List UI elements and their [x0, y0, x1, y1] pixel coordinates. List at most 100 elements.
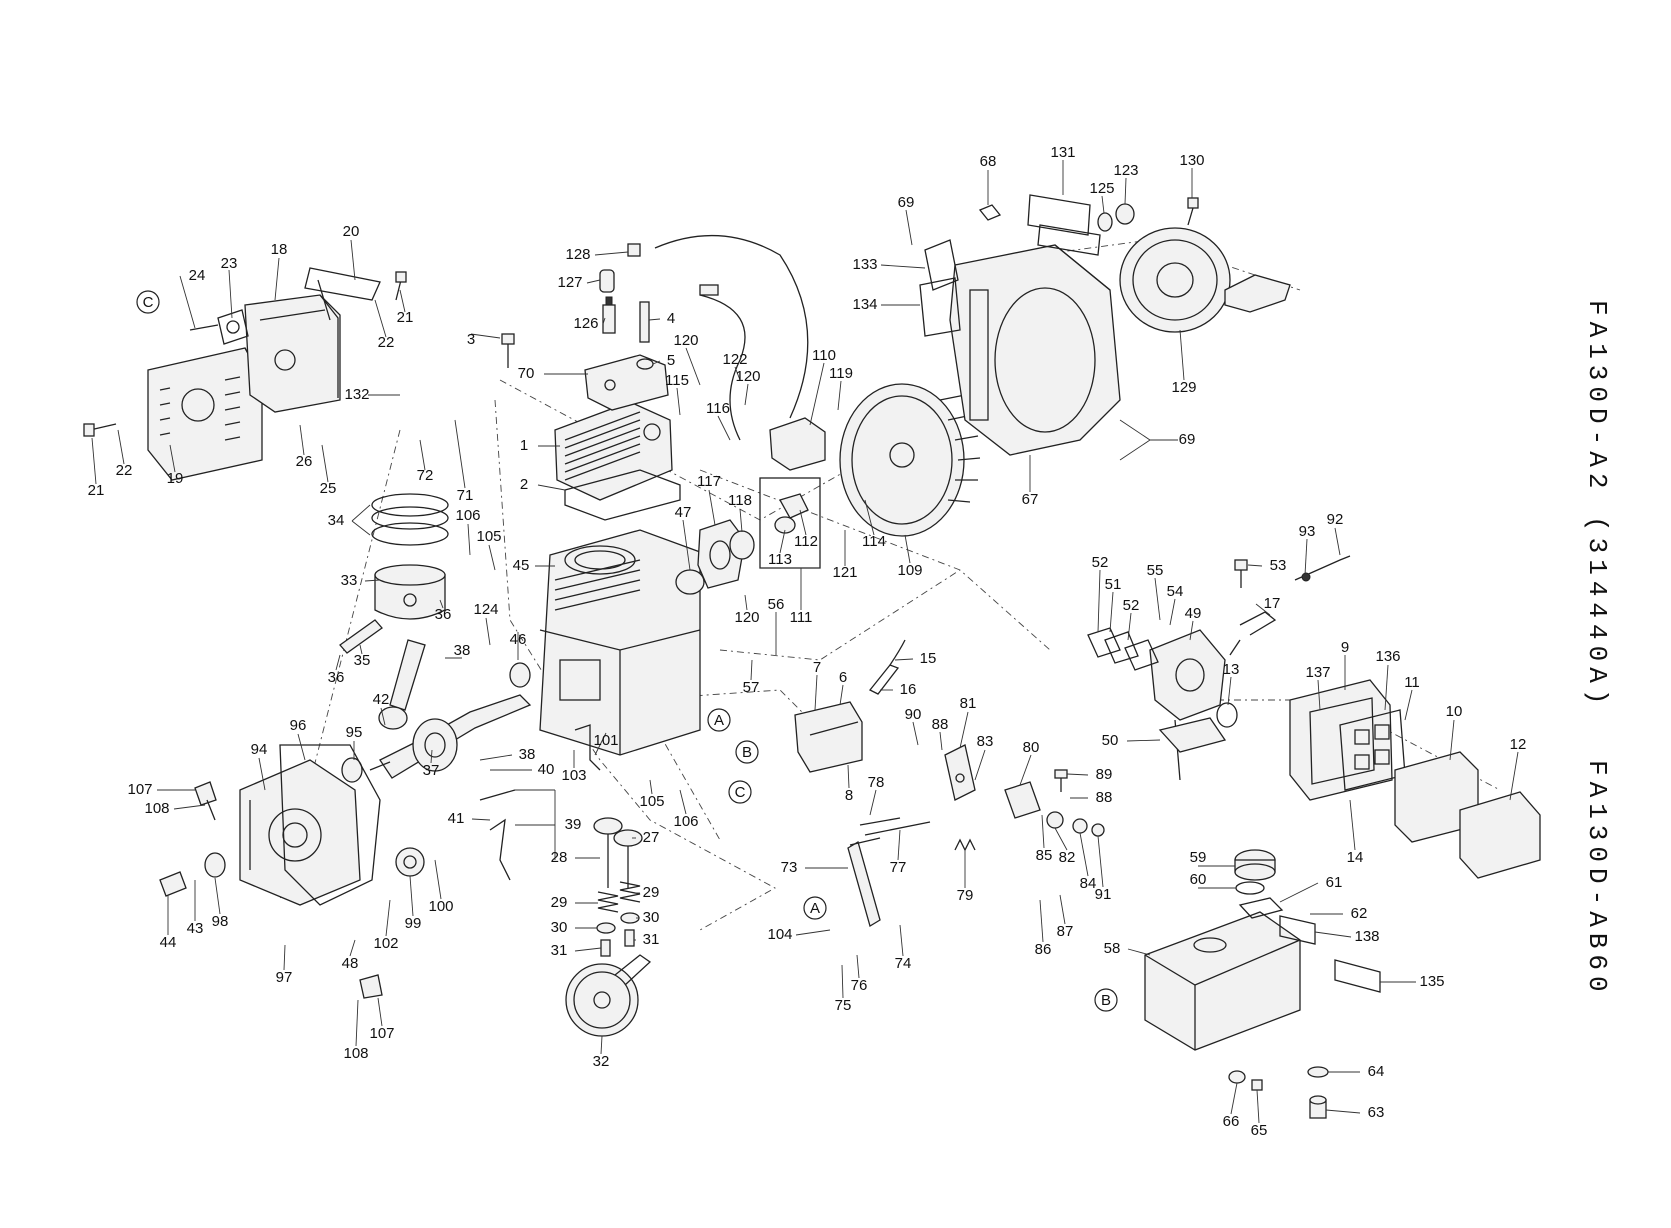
callout-124: 124 — [473, 601, 498, 618]
plate-68 — [978, 204, 1002, 221]
callout-83: 83 — [977, 733, 994, 750]
governor-arm-41 — [479, 789, 516, 881]
link-92 — [1294, 555, 1351, 582]
dipstick-107 — [194, 781, 383, 999]
callout-33: 33 — [341, 572, 358, 589]
callout-135: 135 — [1419, 973, 1444, 990]
connecting-rod-38 — [378, 639, 426, 730]
callout-81: 81 — [960, 695, 977, 712]
callout-22: 22 — [116, 462, 133, 479]
callout-8: 8 — [845, 787, 853, 804]
reference-marker-a: A — [707, 708, 731, 732]
callout-122: 122 — [722, 351, 747, 368]
float-bowl-50 — [1158, 717, 1227, 753]
part-sketches — [83, 194, 1541, 1119]
callout-65: 65 — [1251, 1122, 1268, 1139]
callout-133: 133 — [852, 256, 877, 273]
callout-50: 50 — [1102, 732, 1119, 749]
callout-69: 69 — [898, 194, 915, 211]
fuel-tank-58 — [1144, 911, 1301, 1051]
marker-letter: C — [143, 294, 154, 311]
oil-plug-44 — [159, 871, 187, 897]
callout-12: 12 — [1510, 736, 1527, 753]
callout-119: 119 — [829, 365, 853, 382]
marker-circle — [1094, 988, 1118, 1012]
callout-37: 37 — [423, 762, 440, 779]
callout-21: 21 — [88, 482, 105, 499]
callout-38: 38 — [519, 746, 536, 763]
callout-98: 98 — [212, 913, 229, 930]
fuel-gasket-60 — [1235, 881, 1265, 895]
marker-letter: C — [735, 784, 746, 801]
callout-92: 92 — [1327, 511, 1344, 528]
callout-75: 75 — [835, 997, 852, 1014]
breather-101 — [574, 724, 601, 771]
callout-4: 4 — [667, 310, 675, 327]
callout-16: 16 — [900, 681, 917, 698]
fuel-cock-63 — [1307, 1066, 1329, 1119]
callout-91: 91 — [1095, 886, 1112, 903]
governor-link-77 — [859, 817, 931, 836]
callout-123: 123 — [1113, 162, 1138, 179]
callout-29: 29 — [551, 894, 568, 911]
callout-48: 48 — [342, 955, 359, 972]
bolt-65 — [1228, 1070, 1263, 1091]
callout-134: 134 — [852, 296, 877, 313]
callout-60: 60 — [1190, 871, 1207, 888]
callout-59: 59 — [1190, 849, 1207, 866]
bolt-130 — [1187, 197, 1199, 226]
callout-47: 47 — [675, 504, 692, 521]
callout-107: 107 — [369, 1025, 394, 1042]
bracket-80 — [1004, 781, 1105, 837]
crankcase-cover-94 — [239, 759, 361, 906]
callout-121: 121 — [832, 564, 857, 581]
callout-25: 25 — [320, 480, 337, 497]
callout-9: 9 — [1341, 639, 1349, 656]
callout-82: 82 — [1059, 849, 1076, 866]
reference-marker-a: A — [803, 896, 827, 920]
marker-letter: A — [714, 712, 724, 729]
reference-marker-b: B — [735, 740, 759, 764]
callout-2: 2 — [520, 476, 528, 493]
callout-120: 120 — [734, 609, 759, 626]
callout-115: 115 — [665, 372, 689, 389]
bolt-89 — [1054, 769, 1068, 792]
callout-93: 93 — [1299, 523, 1316, 540]
callout-numbers: 1234567891011121314151617181920212122222… — [88, 144, 1527, 1139]
callout-77: 77 — [890, 859, 907, 876]
piston-33 — [374, 564, 446, 620]
callout-87: 87 — [1057, 923, 1074, 940]
head-gasket-2 — [564, 469, 681, 521]
callout-70: 70 — [518, 365, 535, 382]
callout-51: 51 — [1105, 576, 1122, 593]
retainers-30 — [596, 912, 640, 934]
callout-105: 105 — [639, 793, 664, 810]
callout-11: 11 — [1404, 674, 1420, 691]
gasket-96 — [279, 744, 381, 906]
callout-42: 42 — [373, 691, 390, 708]
callout-1: 1 — [520, 437, 528, 454]
marker-circle — [136, 290, 160, 314]
callout-88: 88 — [1096, 789, 1113, 806]
callout-53: 53 — [1270, 557, 1287, 574]
fuel-bracket-7 — [794, 701, 863, 773]
callout-99: 99 — [405, 915, 422, 932]
muffler-body-18 — [244, 294, 341, 413]
callout-21: 21 — [397, 309, 414, 326]
callout-14: 14 — [1347, 849, 1364, 866]
callout-101: 101 — [593, 732, 618, 749]
marker-letter: B — [1101, 992, 1111, 1009]
callout-106: 106 — [455, 507, 480, 524]
callout-131: 131 — [1050, 144, 1075, 161]
callout-38: 38 — [454, 642, 471, 659]
callout-54: 54 — [1167, 583, 1184, 600]
callout-130: 130 — [1179, 152, 1204, 169]
callout-61: 61 — [1326, 874, 1343, 891]
callout-129: 129 — [1171, 379, 1196, 396]
leader-lines — [91, 160, 1519, 1124]
strainer-61 — [1238, 897, 1284, 919]
model-title-block: FA130D-A2 (314440A)FA130D-AB60 — [1582, 300, 1612, 998]
callout-105: 105 — [476, 528, 501, 545]
piston-pin-35 — [339, 619, 383, 654]
